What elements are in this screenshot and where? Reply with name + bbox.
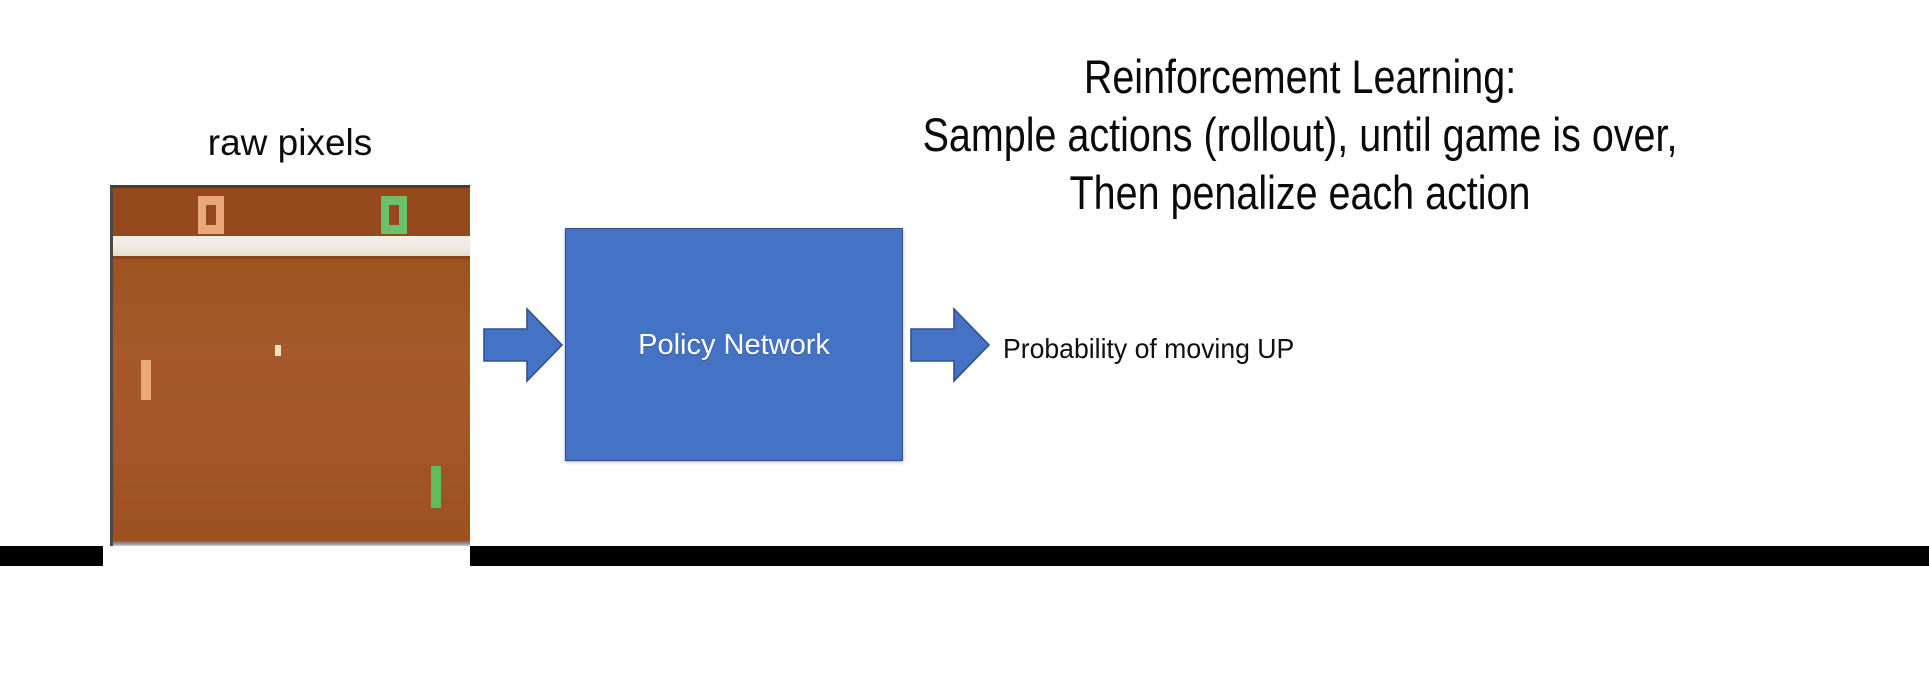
heading-line-1: Reinforcement Learning: xyxy=(1083,50,1517,103)
pong-score-digit-right xyxy=(381,196,407,234)
bottom-whitespace xyxy=(0,0,1929,127)
pong-divider-line xyxy=(113,236,470,256)
pong-scorebar xyxy=(113,188,470,236)
pong-score-digit-left xyxy=(198,196,224,234)
pong-paddle-right xyxy=(431,466,441,508)
bottom-bar-left xyxy=(0,546,103,566)
raw-pixels-caption: raw pixels xyxy=(207,122,373,163)
policy-network-box: Policy Network xyxy=(565,228,903,461)
slide-heading: Reinforcement Learning: Sample actions (… xyxy=(680,48,1920,222)
input-arrow-icon xyxy=(483,307,563,383)
pong-game-screenshot xyxy=(110,185,470,546)
heading-line-3: Then penalize each action xyxy=(1069,166,1531,219)
pong-divider-shadow xyxy=(113,256,470,259)
output-arrow-icon xyxy=(910,307,990,383)
heading-line-2: Sample actions (rollout), until game is … xyxy=(922,108,1678,161)
output-label: Probability of moving UP xyxy=(1003,333,1295,364)
bottom-bar-right xyxy=(470,546,1929,566)
pong-paddle-left xyxy=(141,360,151,400)
pong-ball xyxy=(275,345,281,356)
policy-network-label: Policy Network xyxy=(638,328,830,361)
pong-bottom-edge xyxy=(113,541,470,546)
